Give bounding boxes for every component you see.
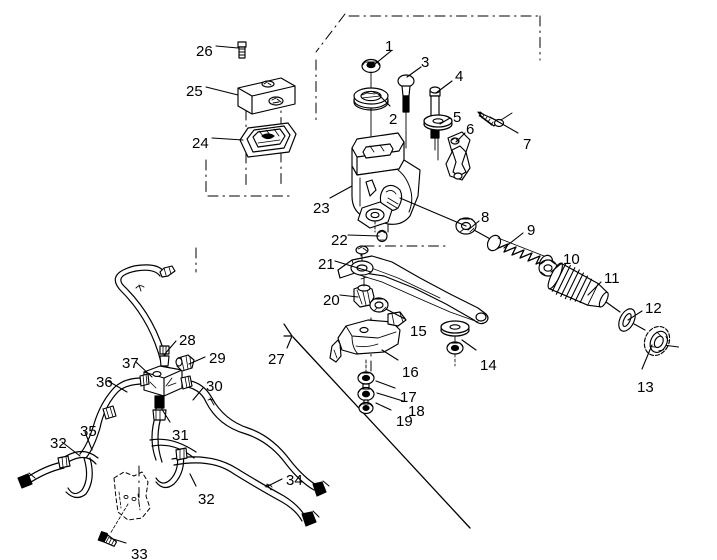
callout-number-24: 24 <box>192 135 209 152</box>
callout-number-25: 25 <box>186 83 203 100</box>
callout-number-28: 28 <box>179 332 196 349</box>
callout-number-18: 18 <box>408 403 425 420</box>
callout-number-6: 6 <box>466 121 475 138</box>
callout-number-4: 4 <box>455 68 464 85</box>
callout-number-31: 31 <box>172 427 189 444</box>
callout-number-11: 11 <box>604 270 620 287</box>
callout-number-7: 7 <box>523 136 532 153</box>
callout-number-30: 30 <box>206 378 223 395</box>
callout-number-29: 29 <box>209 350 226 367</box>
callout-number-32: 32 <box>50 435 67 452</box>
callout-number-21: 21 <box>318 256 335 273</box>
callout-number-32b: 32 <box>198 491 215 508</box>
callout-number-9: 9 <box>527 222 536 239</box>
callout-number-16: 16 <box>402 364 419 381</box>
callout-number-19: 19 <box>396 413 413 430</box>
callout-number-36: 36 <box>96 374 113 391</box>
callout-number-5: 5 <box>453 109 462 126</box>
callout-number-34: 34 <box>286 472 303 489</box>
callout-number-23: 23 <box>313 200 330 217</box>
callout-number-13: 13 <box>637 379 654 396</box>
callout-number-2: 2 <box>389 111 398 128</box>
callout-number-37: 37 <box>122 355 139 372</box>
callout-number-8: 8 <box>481 209 490 226</box>
callout-number-35: 35 <box>80 423 97 440</box>
callout-number-27: 27 <box>268 351 285 368</box>
callout-number-22: 22 <box>331 232 348 249</box>
callout-number-10: 10 <box>563 251 580 268</box>
callout-number-33: 33 <box>131 546 148 560</box>
callout-number-1: 1 <box>385 38 394 55</box>
callout-number-3: 3 <box>421 54 430 71</box>
callout-number-14: 14 <box>480 357 497 374</box>
callout-number-20: 20 <box>323 292 340 309</box>
callout-number-17: 17 <box>400 389 417 406</box>
callout-number-12: 12 <box>645 300 662 317</box>
callout-number-26: 26 <box>196 43 213 60</box>
callout-number-15: 15 <box>410 323 427 340</box>
